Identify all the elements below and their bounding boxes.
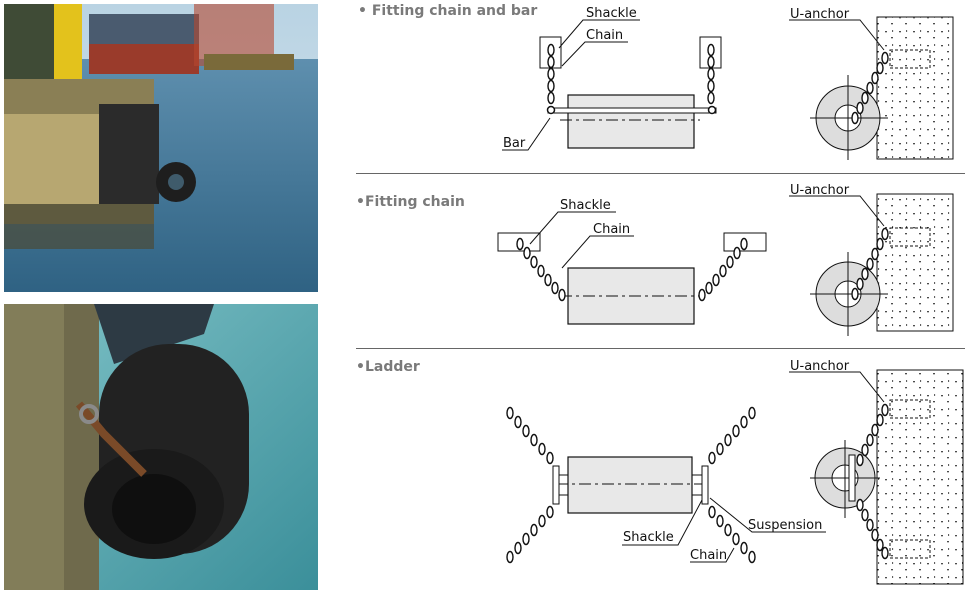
fender-body [567,456,693,514]
label-suspension: Suspension [748,518,822,533]
label-chain: Chain [690,548,727,563]
label-chain: Chain [586,28,623,43]
diagram-fitting-chain: Shackle Chain U-anchor [497,183,954,336]
section-title-ladder: •Ladder [356,359,420,375]
diagram-chain-and-bar: Shackle Chain Bar U-anchor [502,6,954,160]
photo-fender-closeup [4,304,318,590]
label-u-anchor: U-anchor [790,359,850,374]
quay-wall [876,16,954,160]
label-shackle: Shackle [586,6,637,21]
section-title-fitting-chain: •Fitting chain [356,194,465,210]
section-divider [356,348,965,349]
quay-wall [876,193,954,332]
label-shackle: Shackle [623,530,674,545]
section-title-chain-and-bar: • Fitting chain and bar [358,3,538,19]
label-bar: Bar [503,136,526,151]
fender-body [567,94,695,149]
label-shackle: Shackle [560,198,611,213]
bar [547,107,717,114]
label-u-anchor: U-anchor [790,183,850,198]
suspension-bar [552,465,560,505]
quay-wall [876,369,964,585]
label-chain: Chain [593,222,630,237]
diagram-ladder: Shackle Chain Suspension U-anchor [506,359,964,585]
photo-fender-on-pier [4,4,318,292]
suspension-bar [701,465,709,505]
label-u-anchor: U-anchor [790,7,850,22]
section-divider [356,173,965,174]
